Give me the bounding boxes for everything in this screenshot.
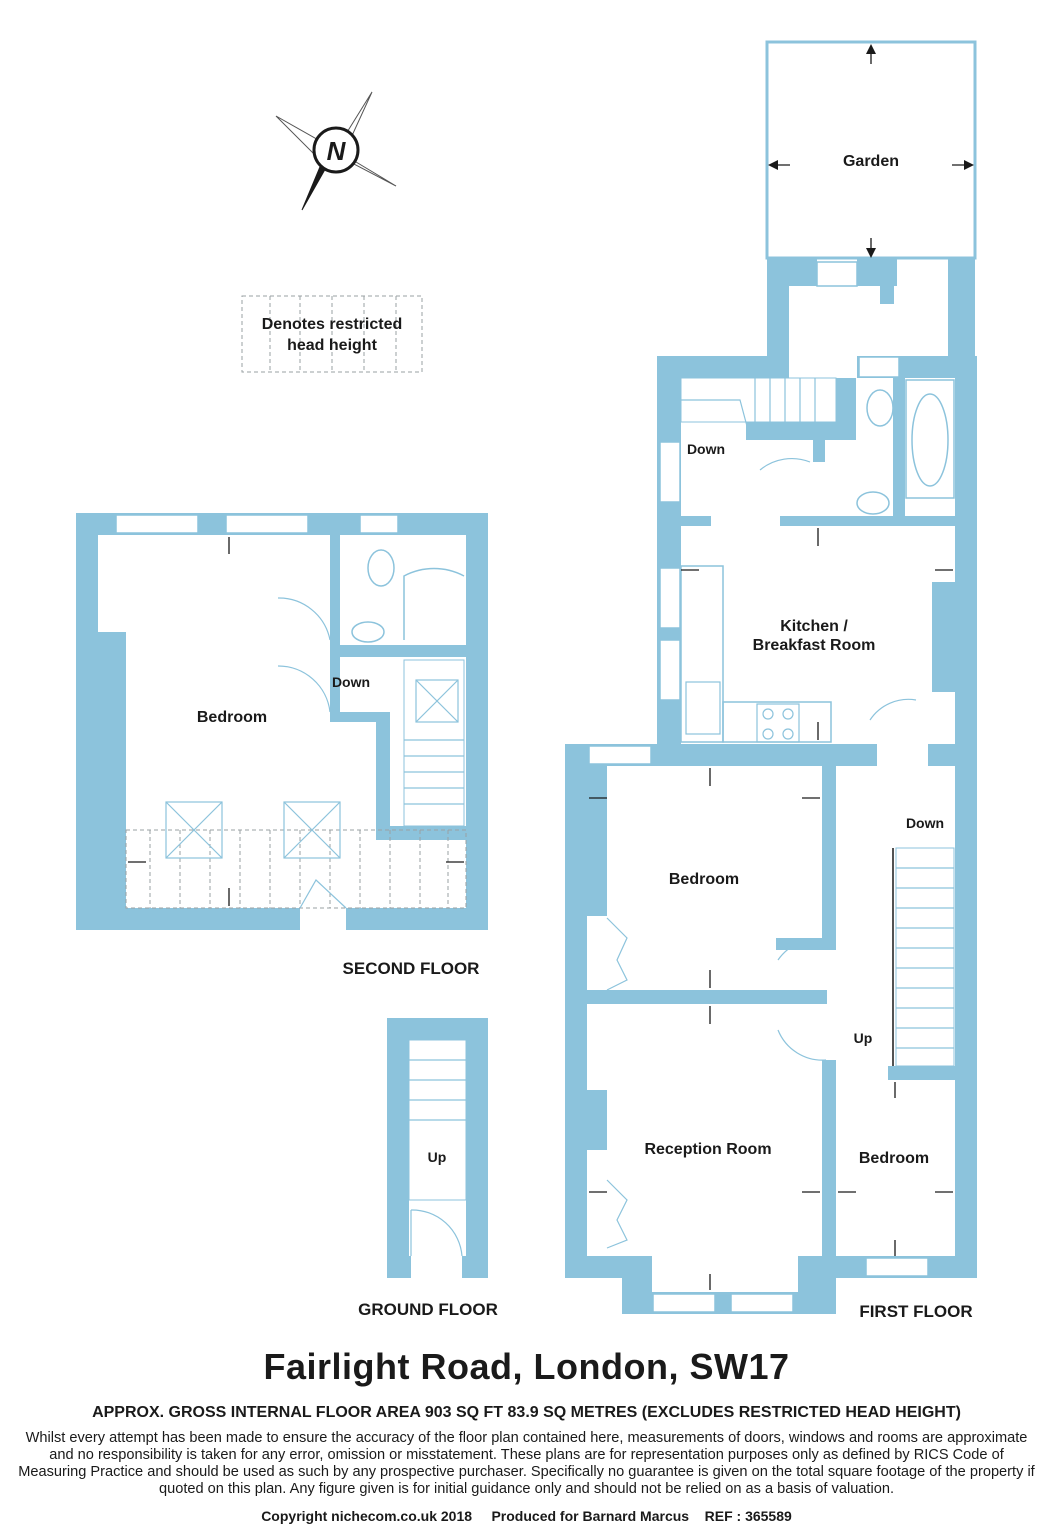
- floor-plan: N Denotes restricted head height Garden: [76, 40, 977, 1321]
- restricted-height-legend: Denotes restricted head height: [241, 295, 423, 373]
- disclaimer-text: Whilst every attempt has been made to en…: [18, 1430, 1035, 1497]
- kitchen-label-line-1: Kitchen /: [780, 618, 848, 635]
- copyright-line: Copyright nichecom.co.uk 2018 Produced f…: [261, 1508, 792, 1524]
- garden-area: Garden: [765, 40, 977, 260]
- stairs-down-rear-label: Down: [687, 441, 725, 457]
- second-floor-label: SECOND FLOOR: [343, 959, 480, 978]
- first-floor-label: FIRST FLOOR: [859, 1302, 972, 1321]
- garden-label: Garden: [843, 153, 899, 170]
- bedroom-second-label: Bedroom: [197, 709, 267, 726]
- legend-line-2: head height: [287, 337, 377, 354]
- bedroom-first-front-label: Bedroom: [669, 871, 739, 888]
- stairs-down-landing-label: Down: [906, 815, 944, 831]
- stairs-up-ground-label: Up: [428, 1149, 447, 1165]
- stairs-up-first-label: Up: [854, 1030, 873, 1046]
- compass-icon: N: [275, 91, 397, 211]
- reception-room-label: Reception Room: [644, 1141, 771, 1158]
- ground-floor-label: GROUND FLOOR: [358, 1300, 498, 1319]
- property-title: Fairlight Road, London, SW17: [263, 1346, 790, 1387]
- legend-line-1: Denotes restricted: [262, 316, 403, 333]
- stairs-down-second-label: Down: [332, 674, 370, 690]
- ground-floor-plan: Up GROUND FLOOR: [358, 1018, 498, 1319]
- bedroom-first-small-label: Bedroom: [859, 1150, 929, 1167]
- compass-letter: N: [327, 136, 347, 166]
- kitchen-label-line-2: Breakfast Room: [753, 637, 876, 654]
- first-floor-plan: Kitchen / Breakfast Room Bedroom Recepti…: [565, 258, 977, 1321]
- second-floor-plan: Bedroom Down SECOND FLOOR: [76, 513, 488, 978]
- floor-area-summary: APPROX. GROSS INTERNAL FLOOR AREA 903 SQ…: [92, 1404, 961, 1421]
